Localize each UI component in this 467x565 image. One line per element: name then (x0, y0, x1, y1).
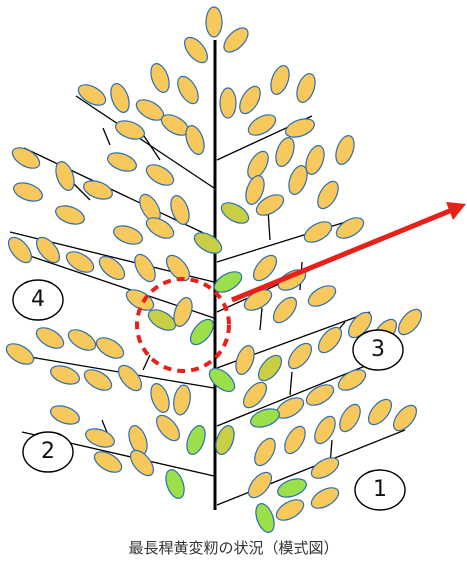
label-circle-4 (12, 279, 64, 321)
label-circle-3 (352, 329, 404, 371)
diagram-caption: 最長稈黄変籾の状況（模式図） (128, 539, 339, 557)
label-3: 3 (371, 337, 385, 362)
label-4: 4 (31, 287, 45, 312)
grains (5, 6, 423, 533)
label-circles (12, 279, 406, 511)
label-1: 1 (373, 477, 387, 502)
label-2: 2 (41, 439, 55, 464)
arrow (231, 202, 466, 303)
highlight-circle (135, 277, 231, 373)
label-circle-2 (22, 431, 74, 473)
label-circle-1 (354, 469, 406, 511)
